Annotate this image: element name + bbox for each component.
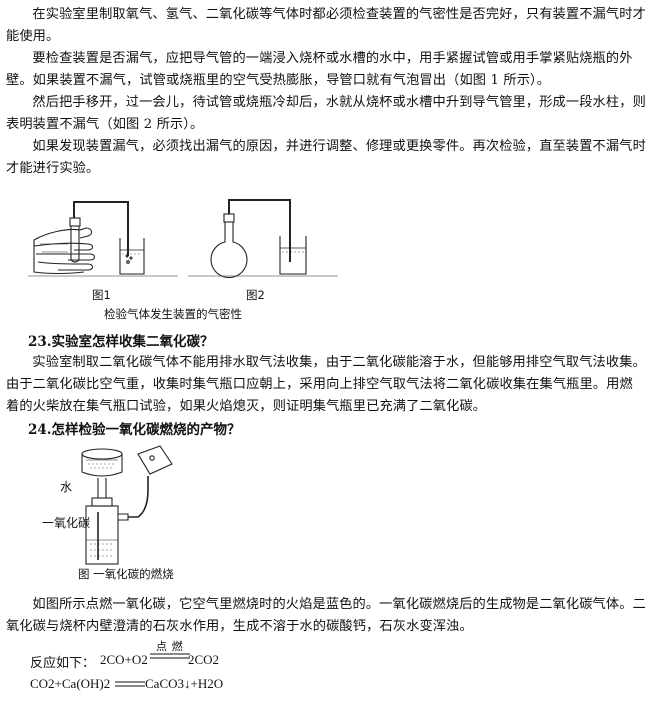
equation-1-equals bbox=[150, 653, 190, 659]
figure-label-2: 图2 bbox=[246, 288, 265, 302]
hand-illustration bbox=[33, 227, 96, 275]
delivery-tube-2 bbox=[228, 199, 291, 262]
equation-2-left: CO2+Ca(OH)2 bbox=[30, 676, 111, 691]
beaker-2 bbox=[279, 236, 307, 275]
equation-1-condition: 点 燃 bbox=[156, 641, 184, 653]
delivery-tube-1 bbox=[73, 201, 129, 256]
equation-1-left: 2CO+O2 bbox=[100, 652, 148, 667]
airtightness-figure bbox=[28, 199, 338, 279]
label-carbon-monoxide: 一氧化碳 bbox=[42, 516, 91, 530]
round-flask bbox=[210, 213, 248, 279]
reservoir-bag bbox=[137, 445, 173, 475]
heading-section-24: 24.怎样检验一氧化碳燃烧的产物？ bbox=[28, 422, 241, 438]
equation-2-right: CaCO3↓+H2O bbox=[145, 676, 224, 691]
reaction-intro: 反应如下： bbox=[30, 655, 96, 670]
figure-caption-airtightness: 检验气体发生装置的气密性 bbox=[104, 307, 242, 321]
heading-section-23: 23.实验室怎样收集二氧化碳？ bbox=[28, 334, 214, 350]
paragraph-water-column: 然后把手移开，过一会儿，待试管或烧瓶冷却后，水就从烧杯或水槽中升到导气管里，形成… bbox=[6, 95, 646, 132]
paragraph-collect-co2: 实验室制取二氧化碳气体不能用排水取气法收集，由于二氧化碳能溶于水，但能够用排空气… bbox=[6, 355, 646, 414]
figure-label-1: 图1 bbox=[92, 288, 111, 302]
test-tube bbox=[69, 217, 81, 263]
paragraph-co-combustion: 如图所示点燃一氧化碳，它空气里燃烧时的火焰是蓝色的。一氧化碳燃烧后的生成物是二氧… bbox=[6, 597, 646, 634]
co-combustion-figure bbox=[81, 445, 173, 565]
equation-2-equals bbox=[115, 681, 145, 687]
rubber-tube bbox=[128, 476, 149, 518]
gas-bottle bbox=[85, 497, 119, 565]
paragraph-airtightness-intro: 在实验室里制取氧气、氢气、二氧化碳等气体时都必须检查装置的气密性是否完好，只有装… bbox=[6, 7, 646, 44]
paragraph-leak-check-method: 要检查装置是否漏气，应把导气管的一端浸入烧杯或水槽的水中，用手紧握试管或用手掌紧… bbox=[6, 51, 633, 88]
paragraph-leak-repair: 如果发现装置漏气，必须找出漏气的原因，并进行调整、修理或更换零件。再次检验，直至… bbox=[6, 139, 646, 176]
label-water: 水 bbox=[60, 480, 73, 494]
funnel-beaker bbox=[81, 448, 123, 498]
equation-1-right: 2CO2 bbox=[188, 652, 220, 667]
beaker-1 bbox=[119, 238, 145, 275]
figure-caption-co-combustion: 图 一氧化碳的燃烧 bbox=[78, 567, 174, 581]
side-tube bbox=[118, 513, 129, 521]
